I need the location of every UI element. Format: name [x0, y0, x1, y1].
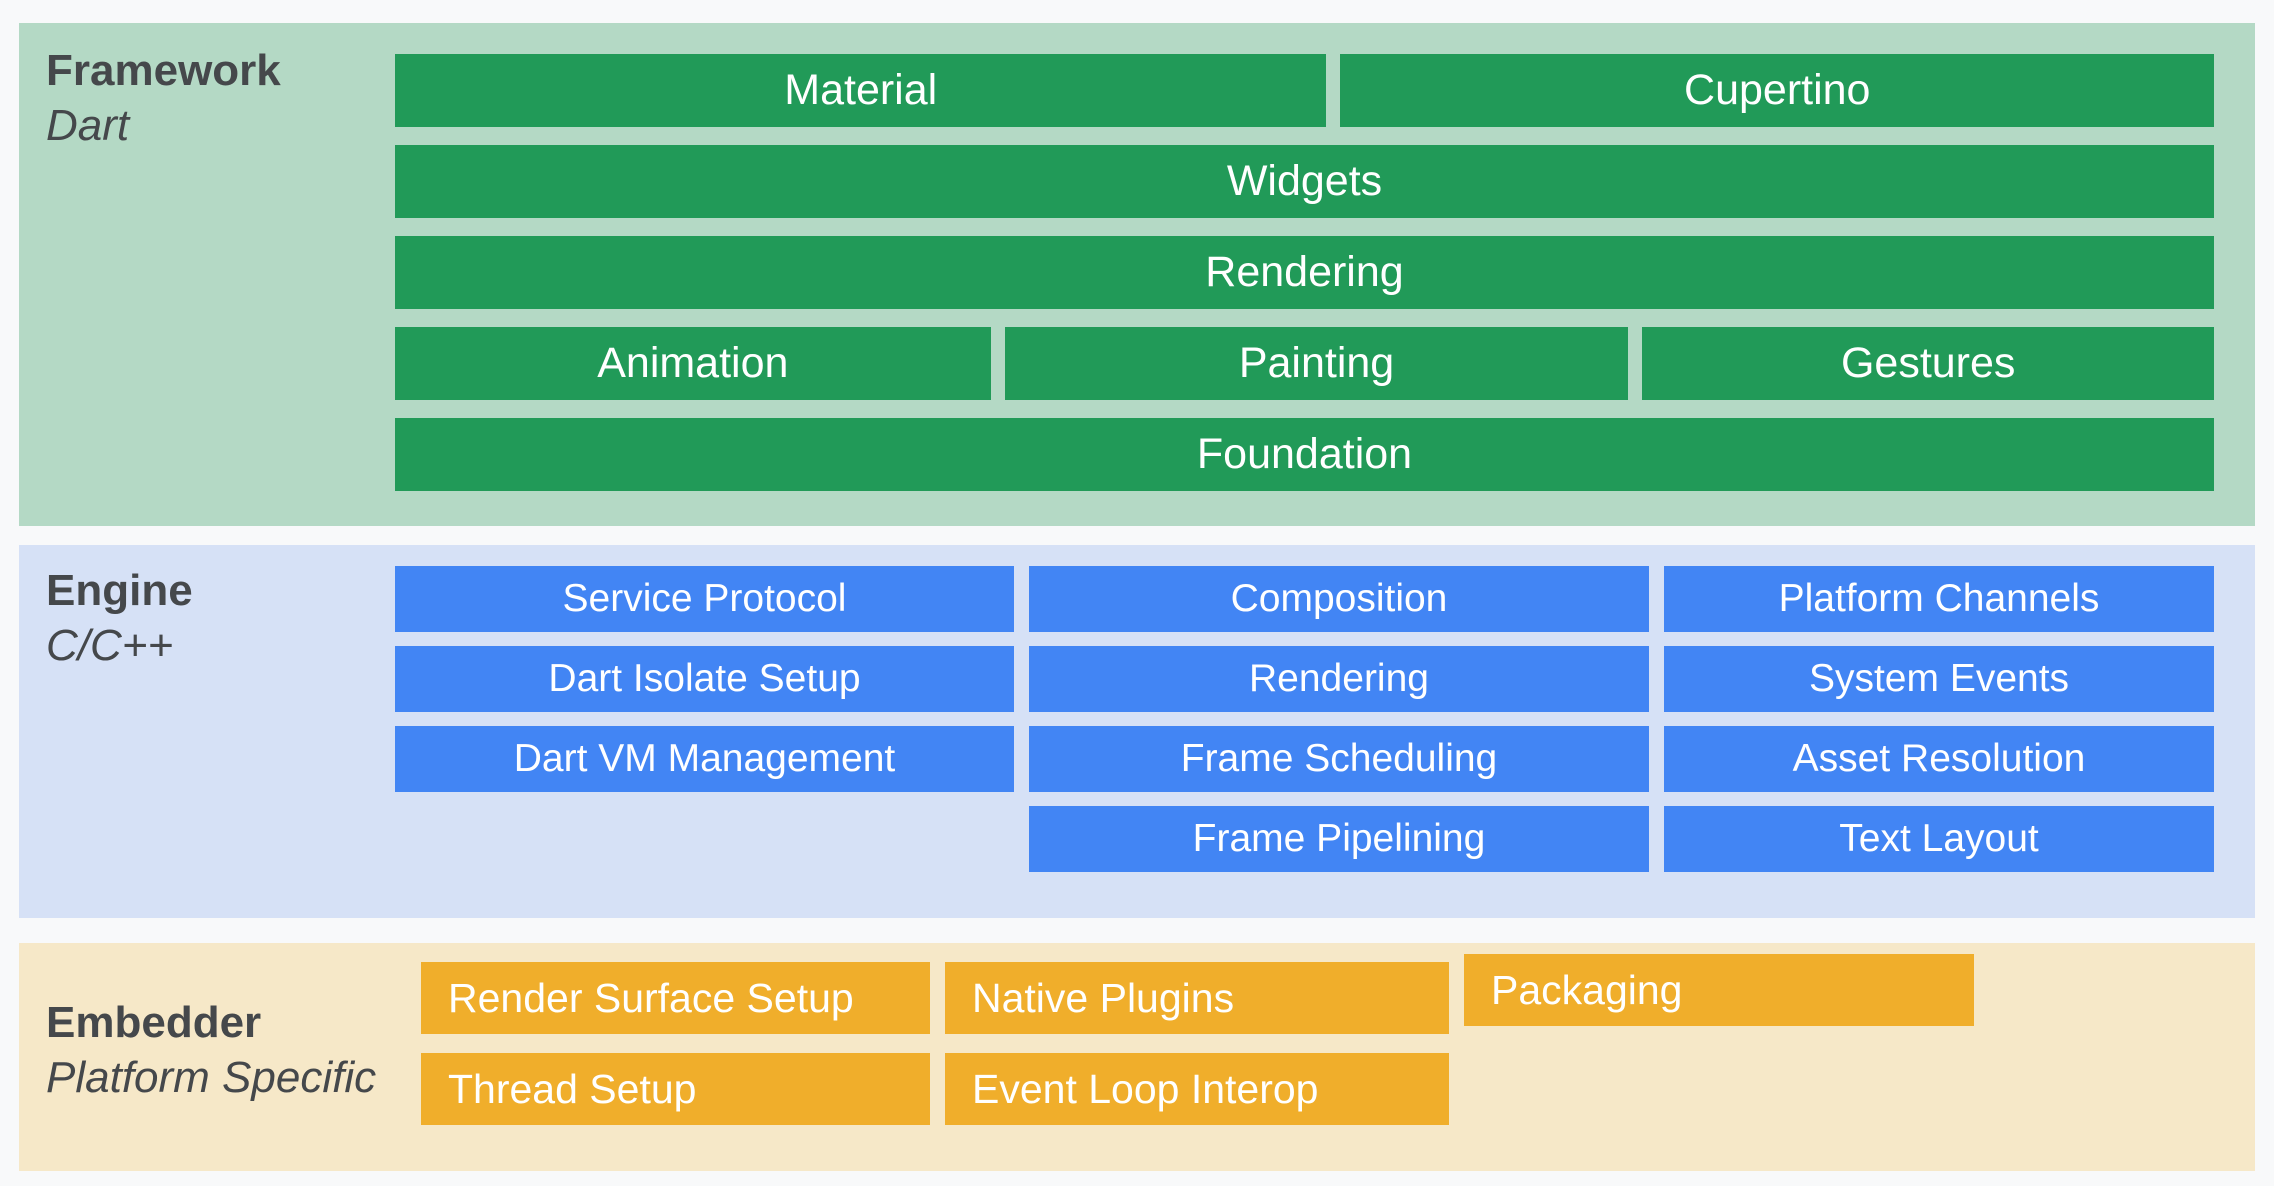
framework-label: Framework Dart: [19, 23, 395, 526]
engine-bar-frame-pipelining: Frame Pipelining: [1029, 806, 1649, 872]
framework-row-5: Foundation: [395, 418, 2214, 491]
framework-bars: Material Cupertino Widgets Rendering Ani…: [395, 23, 2255, 526]
engine-bar-service-protocol: Service Protocol: [395, 566, 1014, 632]
framework-bar-widgets: Widgets: [395, 145, 2214, 218]
embedder-subtitle: Platform Specific: [46, 1053, 377, 1102]
engine-layer: Engine C/C++ Service Protocol Dart Isola…: [19, 545, 2255, 918]
embedder-bars: Render Surface Setup Native Plugins Pack…: [395, 943, 2255, 1171]
engine-column-2: Composition Rendering Frame Scheduling F…: [1029, 566, 1649, 918]
framework-bar-material: Material: [395, 54, 1327, 127]
engine-bar-asset-resolution: Asset Resolution: [1664, 726, 2214, 792]
engine-bars: Service Protocol Dart Isolate Setup Dart…: [395, 545, 2255, 918]
engine-bar-rendering: Rendering: [1029, 646, 1649, 712]
embedder-bar-packaging: Packaging: [1464, 954, 1974, 1026]
embedder-bar-event-loop-interop: Event Loop Interop: [945, 1053, 1449, 1125]
embedder-row-2: Thread Setup Event Loop Interop: [421, 1053, 2214, 1125]
engine-column-3: Platform Channels System Events Asset Re…: [1664, 566, 2214, 918]
framework-row-2: Widgets: [395, 145, 2214, 218]
engine-bar-text-layout: Text Layout: [1664, 806, 2214, 872]
embedder-bar-native-plugins: Native Plugins: [945, 962, 1449, 1034]
framework-layer: Framework Dart Material Cupertino Widget…: [19, 23, 2255, 526]
engine-subtitle: C/C++: [46, 621, 174, 670]
framework-bar-foundation: Foundation: [395, 418, 2214, 491]
framework-bar-cupertino: Cupertino: [1340, 54, 2214, 127]
engine-column-1: Service Protocol Dart Isolate Setup Dart…: [395, 566, 1014, 918]
framework-bar-rendering: Rendering: [395, 236, 2214, 309]
embedder-bar-render-surface-setup: Render Surface Setup: [421, 962, 930, 1034]
framework-row-1: Material Cupertino: [395, 54, 2214, 127]
engine-bar-frame-scheduling: Frame Scheduling: [1029, 726, 1649, 792]
framework-title: Framework: [46, 46, 281, 95]
embedder-label: Embedder Platform Specific: [19, 943, 395, 1171]
framework-row-4: Animation Painting Gestures: [395, 327, 2215, 400]
framework-bar-animation: Animation: [395, 327, 991, 400]
engine-bar-system-events: System Events: [1664, 646, 2214, 712]
embedder-bar-thread-setup: Thread Setup: [421, 1053, 930, 1125]
engine-bar-composition: Composition: [1029, 566, 1649, 632]
embedder-layer: Embedder Platform Specific Render Surfac…: [19, 943, 2255, 1171]
engine-bar-dart-isolate-setup: Dart Isolate Setup: [395, 646, 1014, 712]
embedder-row-1: Render Surface Setup Native Plugins Pack…: [421, 954, 2214, 1034]
framework-bar-painting: Painting: [1004, 327, 1629, 400]
engine-bar-dart-vm-management: Dart VM Management: [395, 726, 1014, 792]
engine-bar-platform-channels: Platform Channels: [1664, 566, 2214, 632]
framework-subtitle: Dart: [46, 101, 130, 150]
embedder-title: Embedder: [46, 998, 262, 1047]
framework-row-3: Rendering: [395, 236, 2214, 309]
framework-bar-gestures: Gestures: [1642, 327, 2215, 400]
engine-label: Engine C/C++: [19, 545, 395, 918]
engine-title: Engine: [46, 566, 193, 615]
